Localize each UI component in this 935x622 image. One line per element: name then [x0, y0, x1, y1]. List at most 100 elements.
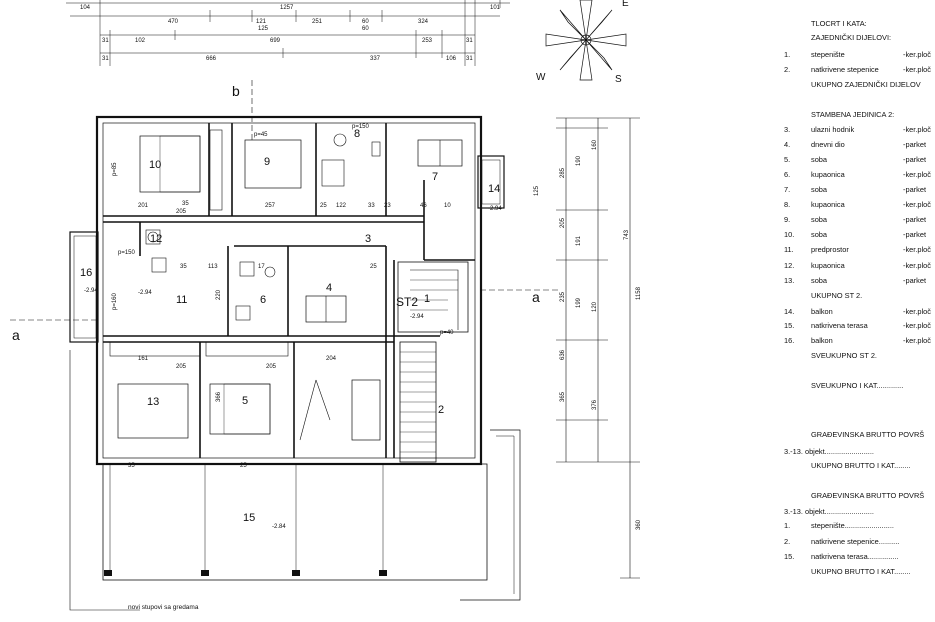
legend-floor: -ker.ploč [903, 125, 931, 134]
legend-num: 10. [784, 230, 795, 239]
legend-num: 2. [784, 65, 791, 74]
legend-name: soba [811, 276, 828, 285]
legend-brutto1-total: UKUPNO BRUTTO I KAT........ [811, 461, 911, 470]
dim-int-10: 10 [444, 203, 451, 209]
stair-label-st2: ST2 [396, 295, 418, 309]
section-mark-b: b [232, 83, 240, 99]
legend-common-total: UKUPNO ZAJEDNIČKI DIJELOV [811, 80, 921, 89]
room-label-5: 5 [242, 395, 248, 407]
dim-row2-1: 470 [168, 19, 179, 25]
legend-num: 11. [784, 245, 794, 254]
dim-row4-5: 31 [466, 56, 473, 62]
note-p150b: p=150 [118, 250, 136, 256]
legend-num: 13. [784, 276, 795, 285]
dim-int-17: 205 [176, 364, 187, 370]
dim-row3-3: 699 [270, 38, 281, 44]
legend-name: predprostor [811, 245, 849, 254]
legend-name: balkon [811, 307, 833, 316]
legend-num: 16. [784, 336, 795, 345]
legend-floor: -ker.ploč [903, 65, 931, 74]
legend-brutto2-total: UKUPNO BRUTTO I KAT........ [811, 567, 911, 576]
dim-r2-2: 191 [576, 235, 582, 246]
section-mark-a-left: a [12, 327, 20, 343]
legend-unit-title: STAMBENA JEDINICA 2: [811, 110, 895, 119]
dim-row4-2: 666 [206, 56, 217, 62]
dim-r1-3: 235 [560, 291, 566, 302]
dim-row2b-1: 125 [258, 26, 269, 32]
dim-r4-1: 125 [534, 185, 540, 196]
legend-name: kupaonica [811, 200, 845, 209]
legend-floor: -parket [903, 155, 927, 164]
legend-name: natkrivene stepenice [811, 65, 879, 74]
annotation-columns: novi stupovi sa gredama [128, 604, 199, 611]
legend-num: 6. [784, 170, 791, 179]
legend-num: 7. [784, 185, 791, 194]
note-p40: p=40 [440, 330, 454, 336]
compass-north: N [590, 0, 597, 1]
dim-top-2: 1257 [280, 5, 294, 11]
room-label-8: 8 [354, 128, 360, 140]
dim-int-18: 205 [266, 364, 277, 370]
dim-r4-2: 743 [624, 229, 630, 240]
dim-row3-4: 253 [422, 38, 433, 44]
dim-int-16: 161 [138, 356, 149, 362]
dim-r1-4: 636 [560, 349, 566, 360]
legend-num: 4. [784, 140, 791, 149]
legend-floor: -parket [903, 276, 927, 285]
legend-num: 5. [784, 155, 791, 164]
dim-int-7: 33 [368, 203, 375, 209]
legend-floor: -ker.ploč [903, 261, 931, 270]
room-label-4: 4 [326, 282, 332, 294]
room-label-2: 2 [438, 404, 444, 416]
level-mark-2: -2.94 [84, 288, 98, 294]
dim-r1-1: 285 [560, 167, 566, 178]
legend-floor-total: SVEUKUPNO I KAT............. [811, 381, 904, 390]
dim-row2-4: 60 [362, 19, 369, 25]
dim-top-3: 101 [490, 5, 501, 11]
legend-name: kupaonica [811, 261, 845, 270]
level-mark-3: -2.94 [138, 290, 152, 296]
legend-name: soba [811, 230, 828, 239]
legend-st2-total: SVEUKUPNO ST 2. [811, 351, 877, 360]
legend-num: 14. [784, 307, 795, 316]
legend-num: 1. [784, 50, 791, 59]
legend-brutto1-title: GRAĐEVINSKA BRUTTO POVRŠ [811, 430, 925, 439]
legend-title: TLOCRT I KATA: [811, 19, 867, 28]
dim-int-9: 46 [420, 203, 427, 209]
legend-name: natkrivene stepenice.......... [811, 537, 900, 546]
dim-int-5: 25 [320, 203, 327, 209]
compass-south: S [615, 74, 622, 85]
room-label-11: 11 [176, 294, 187, 306]
dim-r2-3: 199 [576, 297, 582, 308]
legend-num: 9. [784, 215, 791, 224]
dim-int-2: 35 [182, 201, 189, 207]
dim-r1-2: 205 [560, 217, 566, 228]
legend-floor: -ker.ploč [903, 170, 931, 179]
dim-r4-3: 1158 [636, 286, 642, 300]
room-label-9: 9 [264, 156, 270, 168]
dim-row2-3: 251 [312, 19, 323, 25]
legend-name: natkrivena terasa [811, 321, 868, 330]
dim-int-8: 23 [384, 203, 391, 209]
room-label-13: 13 [147, 396, 159, 408]
dim-row2-5: 324 [418, 19, 429, 25]
dim-row2-2: 121 [256, 19, 267, 25]
room-label-10: 10 [149, 159, 161, 171]
legend-num: 1. [784, 521, 791, 530]
legend-brutto2-title: GRAĐEVINSKA BRUTTO POVRŠ [811, 491, 925, 500]
room-label-16: 16 [80, 267, 92, 279]
legend-name: stepenište........................ [811, 521, 894, 530]
compass-west: W [536, 72, 546, 83]
dim-int-22: 25 [240, 463, 247, 469]
legend-name: stepenište [811, 50, 845, 59]
dim-int-1: 201 [138, 203, 149, 209]
dim-int-12: 113 [208, 264, 218, 270]
legend-name: dnevni dio [811, 140, 845, 149]
legend-name: balkon [811, 336, 833, 345]
legend-num: 8. [784, 200, 791, 209]
room-label-6: 6 [260, 294, 266, 306]
legend-floor: -parket [903, 230, 927, 239]
legend-floor: -parket [903, 140, 927, 149]
dim-r3-3: 376 [592, 399, 598, 410]
